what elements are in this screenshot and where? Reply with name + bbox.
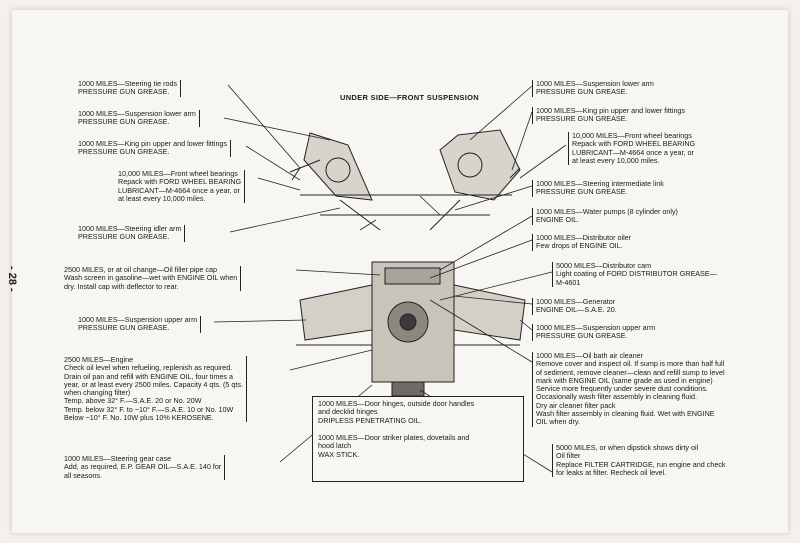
- note-oil-filter: 5000 MILES, or when dipstick shows dirty…: [552, 443, 726, 478]
- page-number: - 28 -: [6, 266, 18, 292]
- engine-drawing: [296, 261, 526, 397]
- note-oil-filler-cap: 2500 MILES, or at oil change—Oil filler …: [64, 265, 242, 291]
- note-king-pin-right: 1000 MILES—King pin upper and lower fitt…: [532, 106, 685, 124]
- note-door-striker-plates: 1000 MILES—Door striker plates, dovetail…: [318, 433, 470, 459]
- diagram-title: UNDER SIDE—FRONT SUSPENSION: [340, 93, 479, 102]
- body-hardware-box: [312, 396, 524, 482]
- note-door-hinges: 1000 MILES—Door hinges, outside door han…: [318, 399, 475, 425]
- note-water-pumps: 1000 MILES—Water pumps (8 cylinder only)…: [532, 207, 678, 225]
- note-king-pin-left: 1000 MILES—King pin upper and lower fitt…: [78, 139, 232, 157]
- front-suspension-drawing: [289, 129, 521, 231]
